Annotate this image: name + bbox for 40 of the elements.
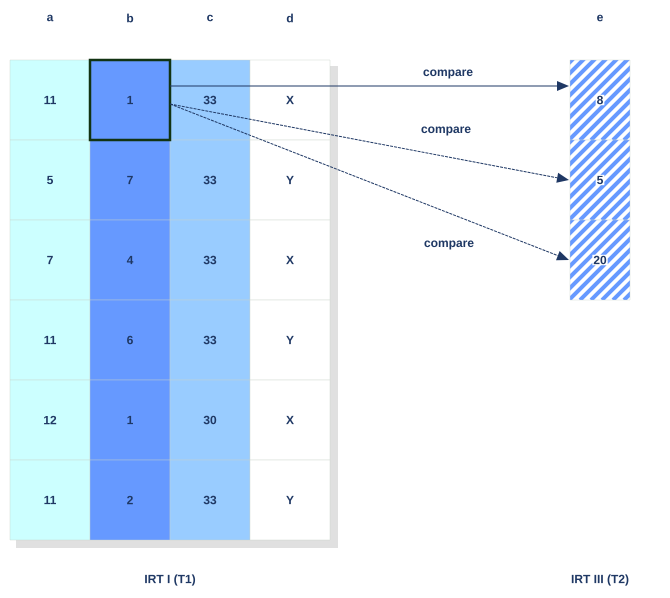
table-cell: 11 bbox=[10, 460, 90, 540]
table-cell: 33 bbox=[170, 460, 250, 540]
table-cell: 33 bbox=[170, 60, 250, 140]
table-cell: 11 bbox=[10, 60, 90, 140]
column-header: d bbox=[286, 14, 293, 22]
striped-cell: 20 bbox=[570, 220, 630, 300]
table-caption: IRT III (T2) bbox=[572, 574, 628, 586]
table-cell: 6 bbox=[90, 300, 170, 380]
table-cell: X bbox=[250, 380, 330, 460]
table-cell: 7 bbox=[90, 140, 170, 220]
column-header: e bbox=[597, 14, 603, 22]
arrow bbox=[170, 104, 569, 183]
table-cell: 1 bbox=[88, 58, 172, 142]
table-cell: 7 bbox=[10, 220, 90, 300]
table-cell: Y bbox=[250, 460, 330, 540]
table-cell: X bbox=[250, 220, 330, 300]
table-cell: X bbox=[250, 60, 330, 140]
column-header: a bbox=[47, 14, 54, 22]
arrow bbox=[170, 81, 569, 91]
table-cell: 33 bbox=[170, 220, 250, 300]
table-caption: IRT I (T1) bbox=[145, 574, 196, 586]
table-cell: 1 bbox=[90, 380, 170, 460]
edge-label: compare bbox=[422, 68, 474, 80]
edge-label: compare bbox=[420, 126, 472, 136]
table-cell: 11 bbox=[10, 300, 90, 380]
arrow bbox=[170, 104, 569, 260]
table-cell: 4 bbox=[90, 220, 170, 300]
table-cell: 33 bbox=[170, 300, 250, 380]
striped-cell: 5 bbox=[570, 140, 630, 220]
table-cell: 33 bbox=[170, 140, 250, 220]
table-cell: Y bbox=[250, 300, 330, 380]
table-cell: 12 bbox=[10, 380, 90, 460]
table-cell: 2 bbox=[90, 460, 170, 540]
striped-cell: 8 bbox=[570, 60, 630, 140]
table-cell: 30 bbox=[170, 380, 250, 460]
table-cell: 5 bbox=[10, 140, 90, 220]
column-header: c bbox=[207, 14, 213, 22]
edge-label: compare bbox=[423, 240, 476, 250]
column-header: b bbox=[127, 14, 134, 22]
table-cell: Y bbox=[250, 140, 330, 220]
